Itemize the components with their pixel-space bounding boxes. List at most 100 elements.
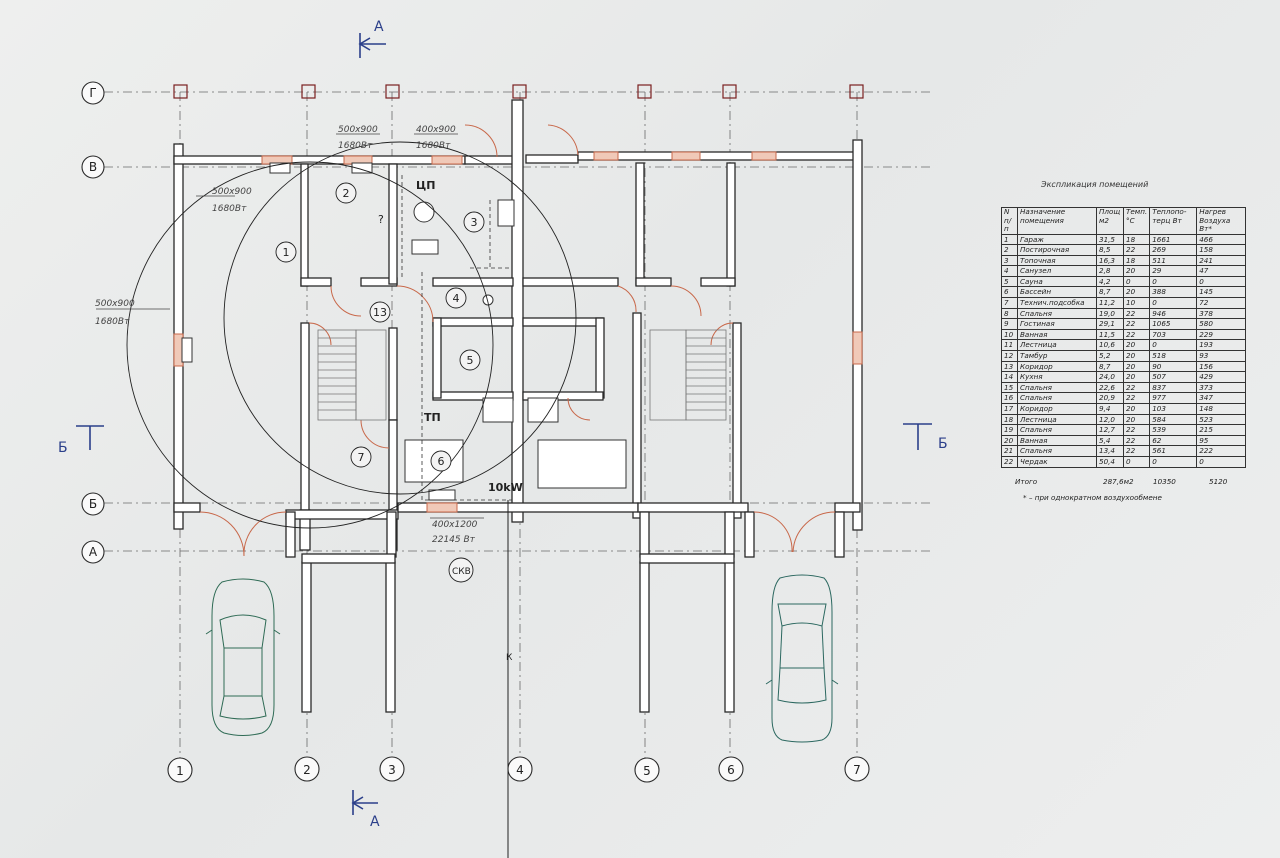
room-label-4: 4 — [453, 292, 460, 305]
cell-purpose: Ванная — [1017, 434, 1097, 447]
window-b — [426, 502, 458, 513]
cell-loss: 388 — [1149, 286, 1198, 299]
cell-heat: 347 — [1196, 392, 1247, 404]
car-right-door-line-r — [821, 625, 825, 669]
room-label-13: 13 — [373, 306, 387, 319]
cell-temp: 22 — [1122, 381, 1151, 394]
door-swing-top-b — [547, 124, 579, 156]
cell-area: 13,4 — [1096, 445, 1124, 457]
section-label-b-left: Б — [58, 440, 68, 456]
wall-garage2-right-jamb — [724, 511, 735, 558]
wall-entry2-left-jamb — [744, 511, 755, 558]
cell-temp: 22 — [1122, 328, 1151, 341]
cell-loss: 511 — [1149, 254, 1198, 267]
wall-carport-3 — [639, 561, 650, 713]
room-label-1: 1 — [283, 246, 290, 259]
axis-bubble-1 — [167, 757, 193, 783]
cell-n: 13 — [1001, 360, 1018, 373]
col-header-n: N п/п — [1001, 207, 1018, 235]
car-right — [765, 574, 839, 743]
wall-bottom-mid — [285, 509, 399, 520]
axis-bubble-b — [81, 492, 105, 516]
radius-circle-large — [126, 161, 494, 529]
cell-area: 5,2 — [1096, 350, 1124, 362]
window1-size: 500х900 — [212, 187, 252, 197]
cell-purpose: Спальня — [1017, 424, 1097, 436]
room-bubble-1 — [275, 241, 297, 263]
radiator-4 — [428, 489, 456, 501]
cell-heat: 241 — [1196, 254, 1247, 267]
room-label-6: 6 — [438, 455, 445, 468]
cell-purpose: Гостиная — [1017, 318, 1097, 330]
cell-loss: 584 — [1149, 413, 1198, 426]
cell-n: 5 — [1001, 275, 1018, 288]
cell-area: 11,5 — [1096, 328, 1124, 341]
cell-heat: 158 — [1196, 244, 1247, 256]
door-swing-bath-right — [567, 397, 591, 421]
axis-label-6: 6 — [727, 763, 735, 777]
wall-right-bath-side — [595, 317, 605, 399]
cell-heat: 148 — [1196, 403, 1247, 415]
explication-table: N п/п Назначение помещения Площ м2 Темп.… — [1001, 207, 1247, 468]
room-bubble-7 — [350, 446, 372, 468]
total-area: 287,6м2 — [1103, 477, 1134, 486]
cell-n: 12 — [1001, 350, 1018, 362]
label-question: ? — [378, 213, 384, 226]
car-left-mirrors — [205, 629, 281, 635]
explication-title: Экспликация помещений — [1041, 180, 1149, 189]
cell-purpose: Спальня — [1017, 392, 1097, 404]
cell-purpose: Лестница — [1017, 339, 1097, 352]
wall-party — [511, 99, 524, 523]
cell-loss: 90 — [1149, 360, 1198, 373]
radiator-2 — [351, 162, 373, 174]
column-g2 — [301, 84, 316, 99]
car-right-front-window — [777, 603, 827, 627]
window-v6 — [751, 151, 777, 161]
axis-bubble-v — [81, 155, 105, 179]
wall-sauna-top — [432, 277, 514, 287]
label-tsp: ЦП — [416, 179, 435, 192]
radiator-3 — [181, 337, 193, 363]
cell-n: 9 — [1001, 318, 1018, 330]
wall-right-stair-left — [632, 312, 642, 519]
cell-temp: 20 — [1122, 360, 1151, 373]
cell-purpose: Спальня — [1017, 307, 1097, 320]
wall-garage2-left-jamb — [639, 511, 650, 558]
door-size: 400х1200 — [432, 520, 478, 530]
door-swing-stair-right — [710, 322, 734, 346]
cell-n: 17 — [1001, 403, 1018, 415]
cell-purpose: Спальня — [1017, 381, 1097, 394]
axis-label-2: 2 — [303, 763, 311, 777]
window-v5 — [671, 151, 701, 161]
tank — [411, 239, 439, 255]
cell-loss: 539 — [1149, 424, 1198, 436]
column-g3 — [385, 84, 400, 99]
radiator-1 — [269, 162, 291, 174]
wall-room2-3 — [388, 163, 398, 285]
door-swing-right-b — [670, 285, 702, 317]
cell-temp: 20 — [1122, 350, 1151, 362]
cell-purpose: Лестница — [1017, 413, 1097, 426]
section-label-a-top: А — [374, 19, 384, 35]
col-header-temp: Темп. °С — [1122, 207, 1151, 235]
wall-bottom-left — [173, 502, 201, 513]
car-right-body — [771, 574, 833, 743]
cell-temp: 22 — [1122, 244, 1151, 256]
car-left — [205, 578, 281, 736]
total-loss: 10350 — [1153, 477, 1176, 486]
wall-carport-4 — [724, 561, 735, 713]
section-arrowhead-top — [358, 37, 371, 51]
cell-heat: 0 — [1196, 275, 1247, 288]
cell-loss: 703 — [1149, 328, 1198, 341]
cell-n: 15 — [1001, 381, 1018, 394]
axis-bubble-6 — [718, 756, 744, 782]
label-skv: СКВ — [452, 567, 471, 577]
cell-area: 2,8 — [1096, 265, 1124, 277]
wall-garage-right-jamb — [386, 511, 397, 558]
explication-header-row: N п/п Назначение помещения Площ м2 Темп.… — [1001, 207, 1247, 235]
axis-label-b: Б — [89, 497, 97, 511]
